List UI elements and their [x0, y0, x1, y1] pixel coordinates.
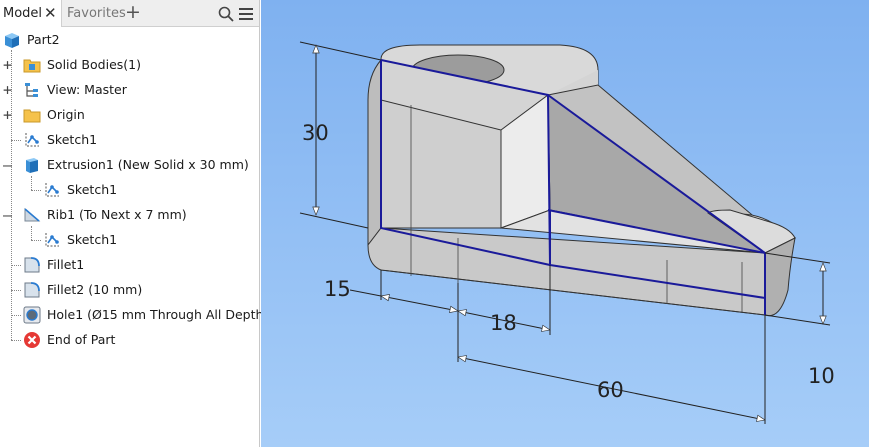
- sketch-icon: [45, 233, 59, 247]
- tree-guide: [11, 50, 12, 340]
- expand-icon[interactable]: +: [3, 81, 13, 99]
- part-icon: [5, 33, 19, 48]
- tree-item-origin[interactable]: + Origin: [0, 103, 259, 128]
- tree-label: View: Master: [47, 82, 127, 97]
- tab-model[interactable]: Model ✕: [0, 0, 62, 27]
- tree-guide: [31, 226, 32, 240]
- tree-label: Sketch1: [47, 132, 98, 147]
- tree-label: Hole1 (Ø15 mm Through All Depth): [47, 307, 269, 322]
- tree-item-hole1[interactable]: Hole1 (Ø15 mm Through All Depth): [0, 303, 268, 328]
- expand-icon[interactable]: +: [3, 106, 13, 124]
- tab-favorites[interactable]: Favorites: [67, 6, 126, 21]
- dimension-15-label[interactable]: 15: [324, 277, 351, 301]
- tree-item-fillet1[interactable]: Fillet1: [0, 253, 259, 278]
- extrusion-icon: [26, 158, 38, 173]
- tree-item-rib1-sketch[interactable]: Sketch1: [0, 228, 259, 253]
- solid-bodies-icon: [23, 59, 41, 73]
- tree-label: Extrusion1 (New Solid x 30 mm): [47, 157, 249, 172]
- graphics-window[interactable]: 30 15 18 60 10: [261, 0, 869, 447]
- fillet-icon: [24, 257, 40, 273]
- tree-label: Fillet1: [47, 257, 85, 272]
- close-icon[interactable]: ✕: [44, 4, 57, 22]
- tab-model-label: Model: [3, 6, 43, 21]
- part-model-view[interactable]: 30 15 18 60 10: [261, 0, 869, 447]
- tree-label: Sketch1: [67, 182, 118, 197]
- dimension-18-label[interactable]: 18: [490, 311, 517, 335]
- view-icon: [25, 83, 38, 97]
- tree-item-end-of-part[interactable]: End of Part: [0, 328, 259, 353]
- fillet-icon: [24, 282, 40, 298]
- sketch-icon: [45, 183, 59, 197]
- dimension-10-label[interactable]: 10: [808, 364, 835, 388]
- rib-icon: [24, 207, 41, 222]
- tree-label: Part2: [27, 32, 60, 47]
- tree-label: Sketch1: [67, 232, 118, 247]
- end-of-part-icon: [24, 332, 40, 348]
- tree-label: End of Part: [47, 332, 116, 347]
- sketch-icon: [25, 133, 39, 147]
- dimension-lines: [299, 41, 831, 424]
- add-icon[interactable]: +: [125, 1, 141, 23]
- expand-icon[interactable]: +: [3, 56, 13, 74]
- menu-icon[interactable]: [238, 6, 254, 22]
- hole-icon: [23, 306, 41, 324]
- dimension-60-label[interactable]: 60: [597, 378, 624, 402]
- tree-item-part[interactable]: Part2: [0, 28, 259, 53]
- tree-item-view[interactable]: + View: Master: [0, 78, 259, 103]
- tree-item-fillet2[interactable]: Fillet2 (10 mm): [0, 278, 259, 303]
- tree-label: Fillet2 (10 mm): [47, 282, 143, 297]
- selected-edges: [380, 59, 766, 315]
- tree-item-solid-bodies[interactable]: + Solid Bodies(1): [0, 53, 259, 78]
- tree-label: Origin: [47, 107, 85, 122]
- dimension-height-label[interactable]: 30: [302, 121, 329, 145]
- model-body[interactable]: [367, 44, 797, 317]
- tree-label: Rib1 (To Next x 7 mm): [47, 207, 187, 222]
- browser-tabs: Model ✕ Favorites +: [0, 0, 259, 27]
- tree-item-extrusion1[interactable]: – Extrusion1 (New Solid x 30 mm): [0, 153, 259, 178]
- origin-folder-icon: [23, 109, 41, 123]
- search-icon[interactable]: [218, 6, 234, 22]
- model-browser: Model ✕ Favorites + Part2 + Solid Bodies…: [0, 0, 268, 447]
- tree-label: Solid Bodies(1): [47, 57, 141, 72]
- tree-item-extrusion1-sketch[interactable]: Sketch1: [0, 178, 259, 203]
- tree-item-sketch1[interactable]: Sketch1: [0, 128, 259, 153]
- collapse-icon[interactable]: –: [3, 156, 13, 174]
- tree-item-rib1[interactable]: – Rib1 (To Next x 7 mm): [0, 203, 259, 228]
- collapse-icon[interactable]: –: [3, 206, 13, 224]
- tree-guide: [31, 176, 32, 190]
